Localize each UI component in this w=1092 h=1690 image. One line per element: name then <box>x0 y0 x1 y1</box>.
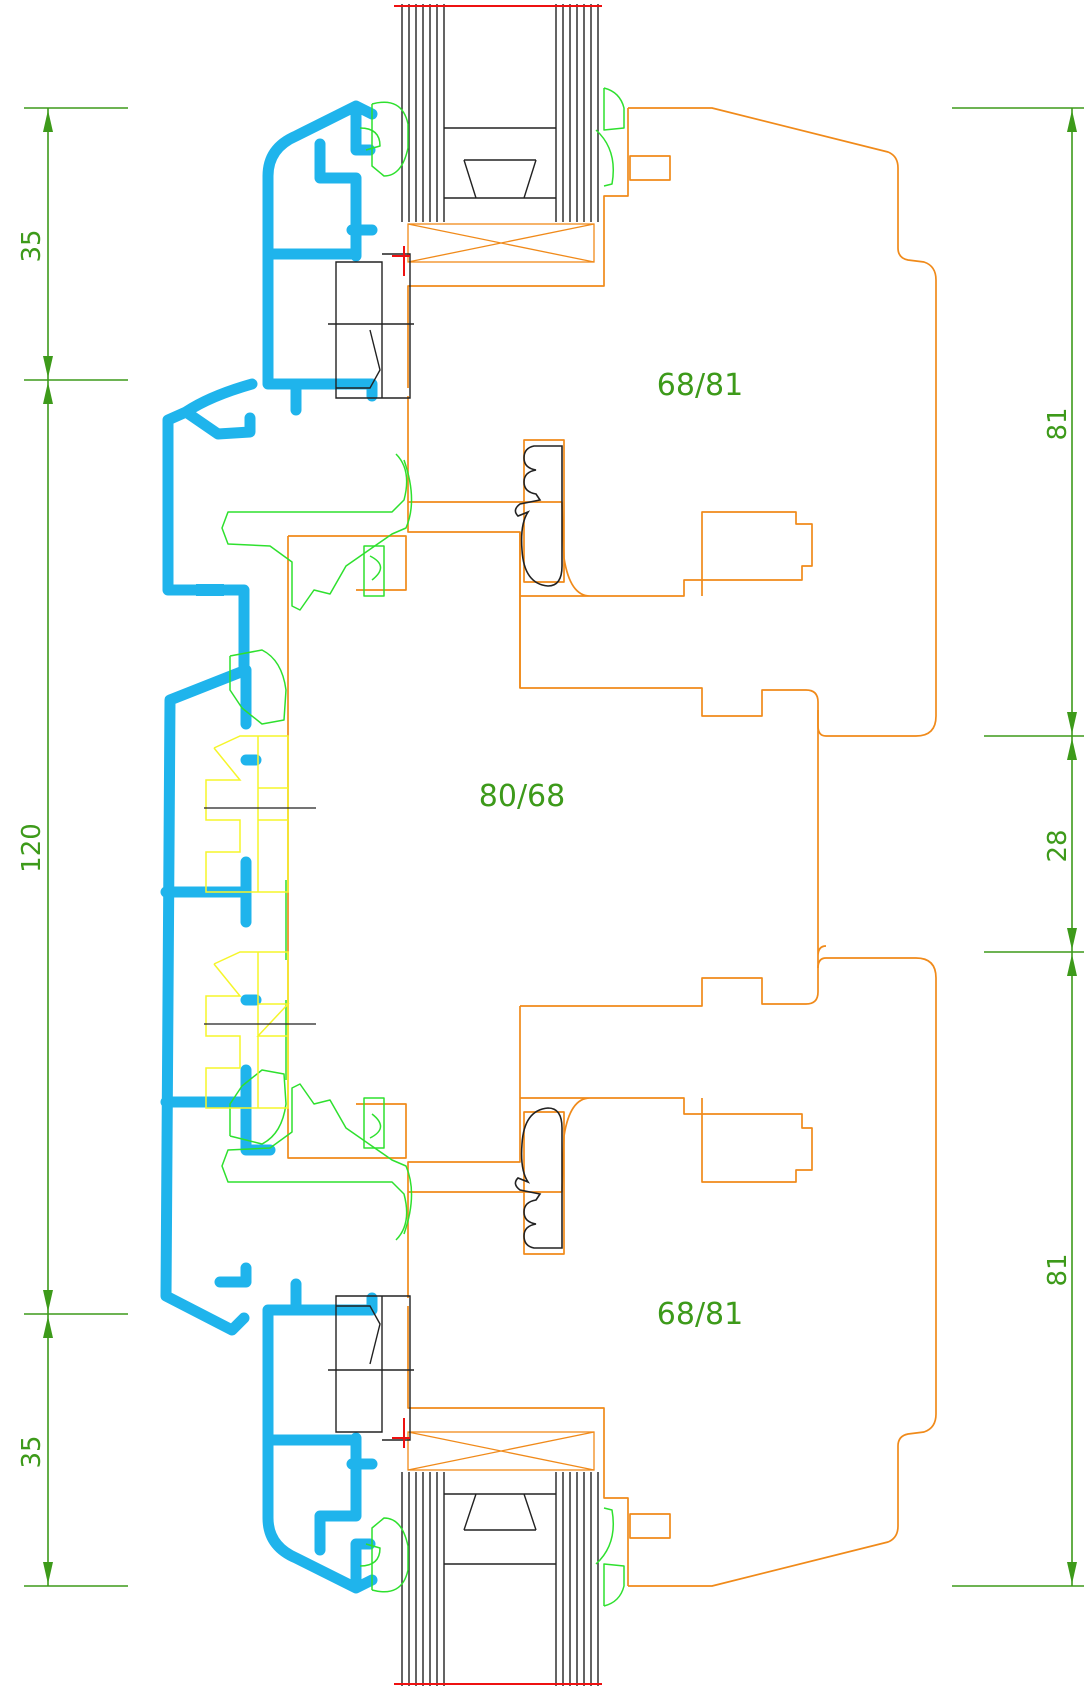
left-dimension-chain <box>24 107 128 1587</box>
aluminium-cladding <box>160 100 378 1594</box>
dim-right-middle: 28 <box>1043 829 1073 862</box>
gasket-weather-top <box>221 453 413 611</box>
glass-unit-bottom <box>401 1472 599 1686</box>
gasket-sash-bottom-seal <box>363 1097 385 1149</box>
alu-drain-slot <box>196 584 224 596</box>
wood-frame-middle <box>287 532 827 1159</box>
gasket-glass-top-outer <box>359 101 409 177</box>
hinge-bottom <box>328 1295 414 1441</box>
gasket-glass-bottom-inner <box>595 1507 625 1607</box>
alu-frame-cover <box>162 378 258 672</box>
gaskets <box>221 87 625 1607</box>
gasket-sash-top-seal <box>363 545 385 597</box>
wood-sash-top <box>407 107 937 737</box>
dim-left-middle: 120 <box>17 823 47 873</box>
wood-profiles <box>287 107 937 1587</box>
label-middle-frame: 80/68 <box>479 779 565 814</box>
red-reference-marks <box>392 246 410 1448</box>
wood-sash-bottom <box>407 957 937 1587</box>
gasket-frame-lower <box>229 1069 287 1145</box>
right-dimension-arrows <box>1067 110 1077 1584</box>
alu-cap-top <box>262 100 378 416</box>
gasket-glass-top-inner <box>595 87 625 187</box>
dim-left-bottom: 35 <box>17 1435 47 1468</box>
left-dimension-arrows <box>43 110 53 1584</box>
hinge-top <box>328 253 414 399</box>
gasket-glass-bottom-outer <box>359 1517 409 1593</box>
centre-seal-top <box>514 445 563 587</box>
dim-left-top: 35 <box>17 229 47 262</box>
label-top-sash: 68/81 <box>657 368 743 403</box>
glass-unit-top <box>401 4 599 222</box>
gasket-frame-upper <box>229 649 287 725</box>
setting-block-top <box>407 223 595 263</box>
centre-seal-bottom <box>514 1107 563 1249</box>
dim-right-bottom: 81 <box>1043 1253 1073 1286</box>
setting-block-bottom <box>407 1431 595 1471</box>
gasket-weather-bottom <box>221 1083 413 1241</box>
alu-cap-bottom <box>262 1278 378 1594</box>
hardware-upper <box>205 735 289 893</box>
hardware-fittings <box>204 735 316 1109</box>
right-dimension-chain <box>952 107 1084 1587</box>
black-hardware <box>328 253 563 1441</box>
hardware-lower <box>205 951 290 1109</box>
label-bottom-sash: 68/81 <box>657 1297 743 1332</box>
alu-middle-cover <box>160 664 276 1336</box>
dim-right-top: 81 <box>1043 407 1073 440</box>
